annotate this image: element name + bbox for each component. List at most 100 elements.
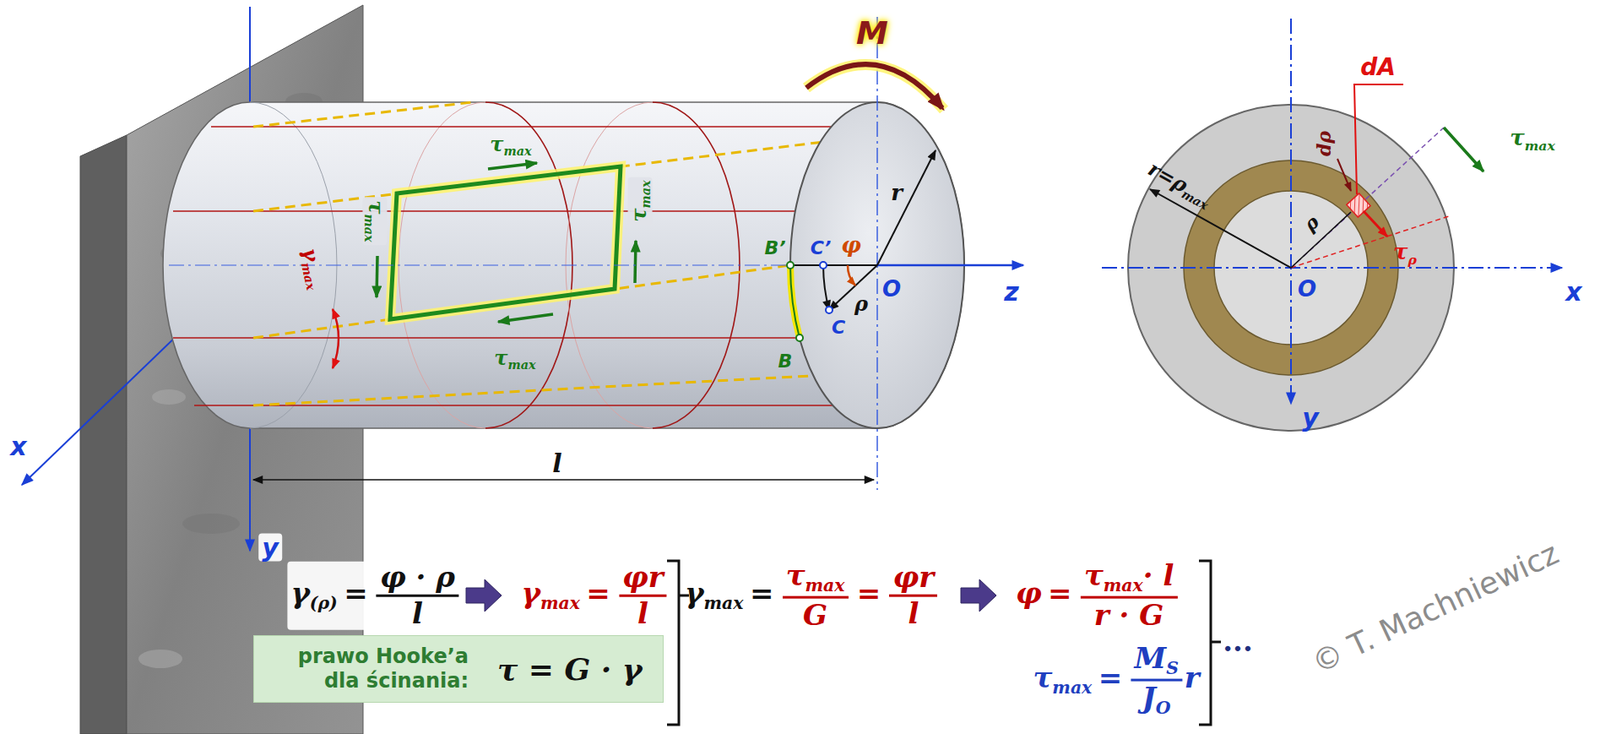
- twist-geometry: [829, 265, 878, 310]
- math-symbol: r · G: [1094, 597, 1164, 632]
- subscript: max: [638, 179, 653, 208]
- subscript: max: [703, 592, 744, 613]
- math-symbol: τ: [363, 200, 389, 214]
- subscript: max: [1052, 677, 1092, 698]
- math-symbol: γ: [290, 575, 310, 610]
- cross-section: [1363, 211, 1388, 237]
- angle-label: φ: [840, 233, 862, 258]
- math-symbol: dA: [1360, 53, 1396, 82]
- stress-label: τmax: [363, 196, 388, 245]
- axis-label: y: [1301, 403, 1319, 432]
- math-symbol: x: [1565, 276, 1582, 307]
- math-symbol: φr: [893, 559, 935, 594]
- math-symbol: τ: [1393, 238, 1409, 265]
- origin-label: O: [1297, 276, 1317, 302]
- watermark: © T. Machniewicz: [1307, 536, 1564, 680]
- math-symbol: r: [890, 179, 903, 206]
- math-symbol: τ: [626, 207, 651, 222]
- math-symbol: B: [778, 350, 793, 372]
- fraction: φ · ρl: [376, 561, 459, 630]
- stress-label: τmax: [493, 347, 536, 372]
- point-label: C’: [810, 238, 832, 259]
- twist-geometry: [825, 306, 833, 314]
- cross-section: [1354, 84, 1404, 195]
- thickness-label: dρ: [1313, 130, 1335, 157]
- math-symbol: γ: [520, 575, 540, 610]
- center-line: [876, 16, 879, 490]
- fraction: MSJO: [1130, 642, 1183, 718]
- twist-geometry: [786, 261, 794, 269]
- cross-section: [1443, 127, 1484, 172]
- math-symbol: r: [1184, 660, 1200, 695]
- shear-angle-arc: [332, 309, 339, 369]
- bracket: [667, 560, 1221, 725]
- fraction-numerator: τmax· l: [1080, 559, 1178, 599]
- center-line: [877, 264, 1024, 267]
- twist-geometry: [796, 334, 803, 342]
- math-symbol: ρ: [854, 291, 868, 316]
- math-symbol: =: [343, 575, 369, 610]
- fraction-numerator: φ · ρ: [376, 561, 459, 597]
- cross-section: [1149, 189, 1291, 268]
- subscript: O: [1155, 697, 1172, 718]
- math-symbol: =: [1047, 575, 1073, 610]
- twist-geometry: [790, 265, 800, 338]
- fraction-numerator: φr: [618, 561, 668, 597]
- math-symbol: J: [1142, 680, 1156, 715]
- formula: γ(ρ)=φ · ρl: [287, 561, 464, 630]
- subscript: max: [504, 143, 532, 158]
- torque-arrow: [806, 64, 943, 109]
- fraction-denominator: l: [889, 596, 938, 630]
- generatrix-line: [194, 404, 878, 407]
- math-symbol: y: [1301, 402, 1319, 433]
- twist-geometry: [790, 264, 878, 266]
- subscript: max: [508, 357, 537, 372]
- fixed-wall: [80, 135, 127, 734]
- math-symbol: φr: [622, 559, 664, 594]
- law-formula: τ = G · γ: [497, 650, 643, 687]
- math-symbol: φ: [1015, 575, 1042, 610]
- generatrix-line: [173, 336, 800, 339]
- math-symbol: =: [585, 575, 611, 610]
- twist-geometry: [786, 150, 936, 342]
- math-symbol: =: [1098, 660, 1123, 695]
- area-label: dA: [1360, 54, 1396, 82]
- math-symbol: τ: [1032, 660, 1053, 695]
- math-symbol: · l: [1143, 558, 1175, 592]
- formula: γmax=τmaxG=φrl: [684, 559, 940, 632]
- fixed-wall: [151, 389, 186, 405]
- math-symbol: γ: [684, 575, 704, 610]
- shear-stress-arrow: [376, 162, 636, 322]
- math-symbol: z: [1003, 276, 1019, 307]
- shear-element: [390, 166, 621, 320]
- length-dimension: [253, 479, 874, 481]
- torque-arrow: [806, 64, 944, 110]
- math-symbol: τ: [489, 131, 504, 157]
- fraction-denominator: JO: [1130, 681, 1183, 718]
- fraction: φrl: [889, 561, 938, 630]
- math-symbol: τ: [1509, 124, 1525, 151]
- math-symbol: τ: [1084, 558, 1104, 592]
- shear-element: [390, 166, 621, 320]
- axis-label: y: [258, 533, 283, 562]
- math-symbol: l: [412, 596, 424, 630]
- math-symbol: dρ: [1312, 130, 1335, 157]
- subscript: S: [1166, 657, 1179, 678]
- math-symbol: C’: [810, 237, 832, 259]
- generatrix-line: [211, 125, 878, 128]
- origin-label: O: [882, 276, 901, 302]
- math-symbol: x: [10, 431, 27, 462]
- twisted-shaft: [162, 102, 965, 429]
- twisted-generatrix: [253, 102, 845, 406]
- law-caption: prawo Hooke’a dla ścinania:: [274, 644, 469, 694]
- math-symbol: © T. Machniewicz: [1307, 535, 1565, 680]
- fraction-denominator: r · G: [1080, 598, 1178, 632]
- formula: τmax=MSJOr: [1032, 642, 1199, 718]
- subscript: max: [540, 592, 581, 613]
- cross-section: [1101, 18, 1563, 431]
- radius-label: r: [890, 180, 903, 206]
- center-line: [168, 16, 1024, 490]
- math-symbol: τ: [493, 345, 508, 370]
- shear-element: [390, 166, 621, 320]
- twisted-generatrix: [253, 102, 473, 127]
